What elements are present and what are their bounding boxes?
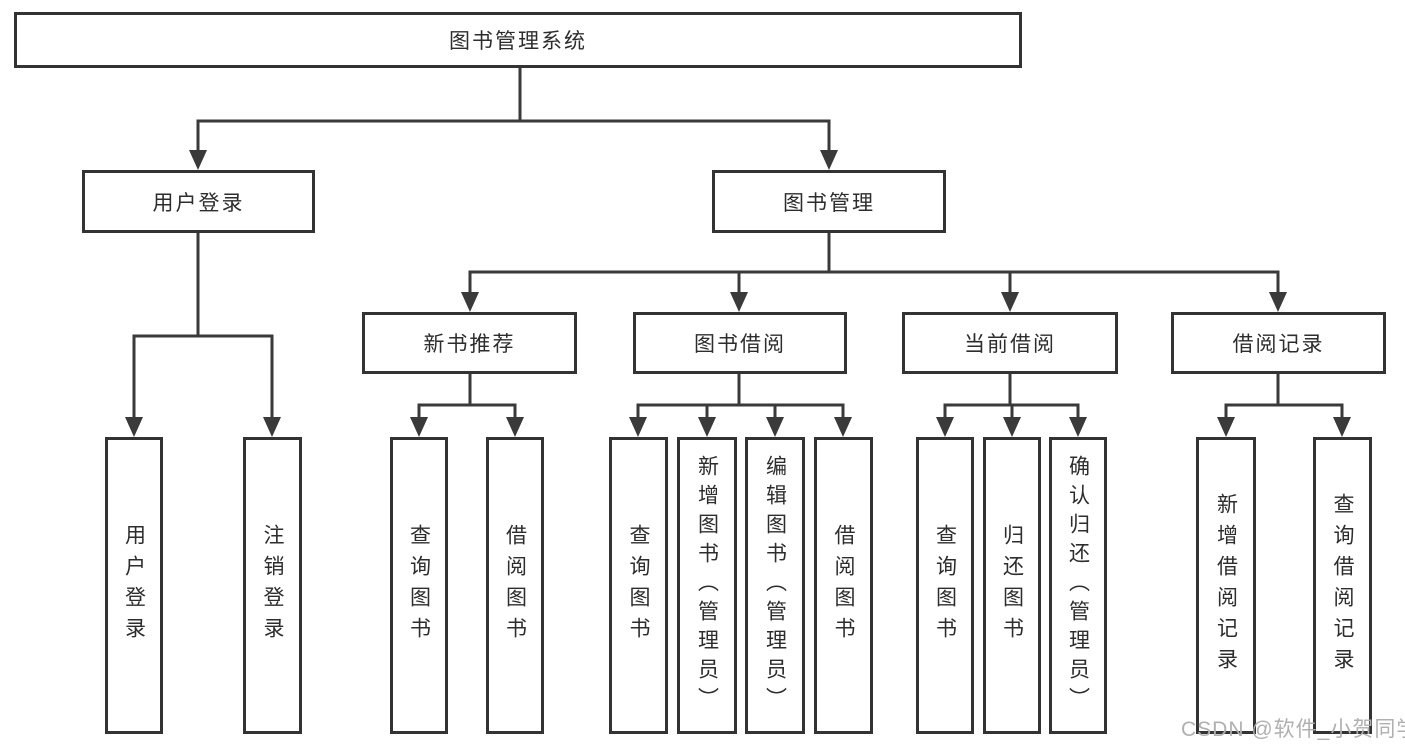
watermark-text: CSDN @软件_小贺同学 bbox=[1181, 718, 1405, 741]
node-borrowing-records-label: 借阅记录 bbox=[1232, 333, 1325, 356]
leaf-query-books-borrowing: 查询图书 bbox=[609, 437, 668, 734]
leaf-borrow-books-recommend-label: 借阅图书 bbox=[503, 523, 527, 648]
leaf-query-books-borrowing-label: 查询图书 bbox=[627, 523, 650, 648]
leaf-query-books-recommend: 查询图书 bbox=[390, 437, 448, 734]
leaf-return-books: 归还图书 bbox=[983, 437, 1041, 734]
leaf-add-borrow-record: 新增借阅记录 bbox=[1196, 437, 1256, 734]
node-current-borrowing: 当前借阅 bbox=[902, 312, 1118, 374]
leaf-borrow-books-recommend: 借阅图书 bbox=[486, 437, 544, 734]
node-library-management-system-label: 图书管理系统 bbox=[449, 30, 587, 53]
leaf-edit-books-admin: 编辑图书（管理员） bbox=[745, 437, 805, 734]
leaf-query-books-current-label: 查询图书 bbox=[933, 523, 957, 648]
leaf-query-books-current: 查询图书 bbox=[916, 437, 974, 734]
node-book-borrowing-label: 图书借阅 bbox=[694, 333, 786, 356]
leaf-logout: 注销登录 bbox=[243, 437, 302, 734]
node-book-borrowing: 图书借阅 bbox=[633, 312, 847, 374]
node-user-login: 用户登录 bbox=[82, 170, 315, 233]
node-user-login-label: 用户登录 bbox=[152, 191, 245, 215]
node-borrowing-records: 借阅记录 bbox=[1171, 312, 1386, 374]
node-new-book-recommendation: 新书推荐 bbox=[362, 312, 577, 374]
node-current-borrowing-label: 当前借阅 bbox=[964, 333, 1056, 356]
leaf-return-books-label: 归还图书 bbox=[1000, 523, 1024, 648]
node-book-management: 图书管理 bbox=[712, 170, 946, 233]
leaf-user-login-label: 用户登录 bbox=[122, 523, 146, 648]
leaf-query-borrow-record-label: 查询借阅记录 bbox=[1331, 492, 1354, 679]
node-library-management-system: 图书管理系统 bbox=[14, 12, 1022, 68]
leaf-confirm-return-admin: 确认归还（管理员） bbox=[1049, 437, 1107, 734]
leaf-confirm-return-admin-label: 确认归还（管理员） bbox=[1066, 455, 1090, 716]
leaf-query-borrow-record: 查询借阅记录 bbox=[1313, 437, 1372, 734]
node-new-book-recommendation-label: 新书推荐 bbox=[423, 333, 516, 356]
leaf-add-borrow-record-label: 新增借阅记录 bbox=[1214, 492, 1238, 679]
node-book-management-label: 图书管理 bbox=[783, 191, 875, 215]
leaf-query-books-recommend-label: 查询图书 bbox=[407, 523, 431, 648]
leaf-add-books-admin-label: 新增图书（管理员） bbox=[695, 455, 719, 716]
leaf-borrow-books-borrowing-label: 借阅图书 bbox=[832, 523, 855, 648]
leaf-add-books-admin: 新增图书（管理员） bbox=[677, 437, 737, 734]
leaf-edit-books-admin-label: 编辑图书（管理员） bbox=[763, 455, 787, 716]
leaf-borrow-books-borrowing: 借阅图书 bbox=[814, 437, 873, 734]
leaf-logout-label: 注销登录 bbox=[261, 523, 284, 648]
leaf-user-login: 用户登录 bbox=[105, 437, 163, 734]
